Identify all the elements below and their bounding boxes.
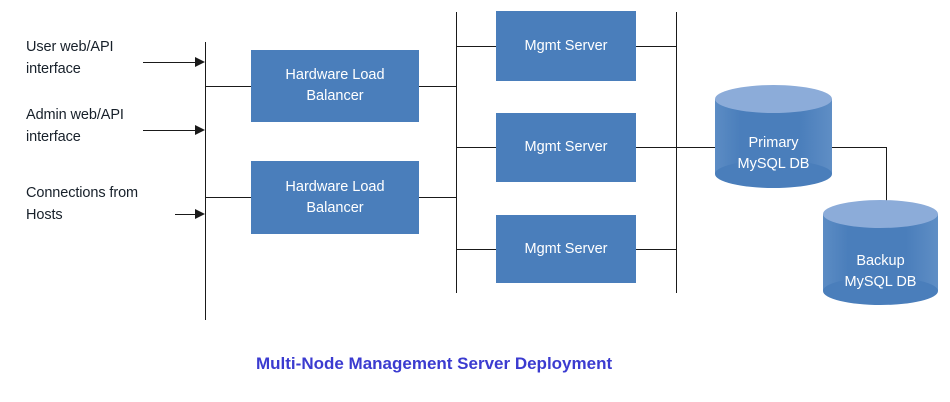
input-arrow-line-hosts [175, 214, 195, 215]
backup-db-cylinder-bottom [823, 277, 938, 305]
input-arrow-head-user [195, 57, 205, 67]
mgmt-server-box-1[interactable]: Mgmt Server [496, 11, 636, 81]
backup-db-cylinder-top [823, 200, 938, 228]
connector-lb-2-to-middle-bus [419, 197, 457, 198]
input-arrow-head-hosts [195, 209, 205, 219]
backup-db-label: Backup MySQL DB [844, 253, 917, 290]
mgmt-server-label-1: Mgmt Server [524, 37, 608, 54]
connector-middle-bus-to-mgmt-2 [456, 147, 497, 148]
mgmt-server-box-3[interactable]: Mgmt Server [496, 215, 636, 283]
primary-db-cylinder-bottom [715, 160, 832, 188]
connector-primary-db-to-backup-db-horizontal [830, 147, 887, 148]
connector-middle-bus-to-mgmt-1 [456, 46, 497, 47]
connector-right-bus-to-primary-db [676, 147, 721, 148]
connector-lb-1-to-middle-bus [419, 86, 457, 87]
primary-mysql-db-cylinder[interactable]: Primary MySQL DB [715, 85, 832, 188]
connector-primary-db-to-backup-db-vertical [886, 147, 887, 217]
connector-mgmt-2-to-right-bus [636, 147, 677, 148]
input-arrow-head-admin [195, 125, 205, 135]
connector-left-bus-to-lb-2 [205, 197, 252, 198]
mgmt-server-label-2: Mgmt Server [524, 139, 608, 155]
mgmt-server-label-3: Mgmt Server [524, 240, 608, 257]
input-label-connections-from-hosts: Connections from Hosts [26, 185, 139, 223]
bus-line-left [205, 42, 206, 320]
connector-mgmt-1-to-right-bus [636, 46, 677, 47]
primary-db-label: Primary MySQL DB [737, 135, 810, 172]
input-label-user-web-api: User web/API interface [26, 39, 114, 77]
load-balancer-label-2: Hardware Load Balancer [285, 178, 385, 216]
bus-line-right [676, 12, 677, 293]
mgmt-server-box-2[interactable]: Mgmt Server [496, 113, 636, 182]
load-balancer-box-1[interactable]: Hardware Load Balancer [251, 50, 419, 122]
load-balancer-box-2[interactable]: Hardware Load Balancer [251, 161, 419, 234]
connector-left-bus-to-lb-1 [205, 86, 252, 87]
primary-db-cylinder-top [715, 85, 832, 113]
connector-mgmt-3-to-right-bus [636, 249, 677, 250]
input-arrow-line-admin [143, 130, 195, 131]
input-arrow-line-user [143, 62, 195, 63]
connector-middle-bus-to-mgmt-3 [456, 249, 497, 250]
input-label-admin-web-api: Admin web/API interface [26, 107, 124, 145]
diagram-caption: Multi-Node Management Server Deployment [256, 354, 613, 373]
bus-line-middle [456, 12, 457, 293]
load-balancer-label-1: Hardware Load Balancer [285, 67, 385, 104]
backup-mysql-db-cylinder[interactable]: Backup MySQL DB [823, 200, 938, 305]
